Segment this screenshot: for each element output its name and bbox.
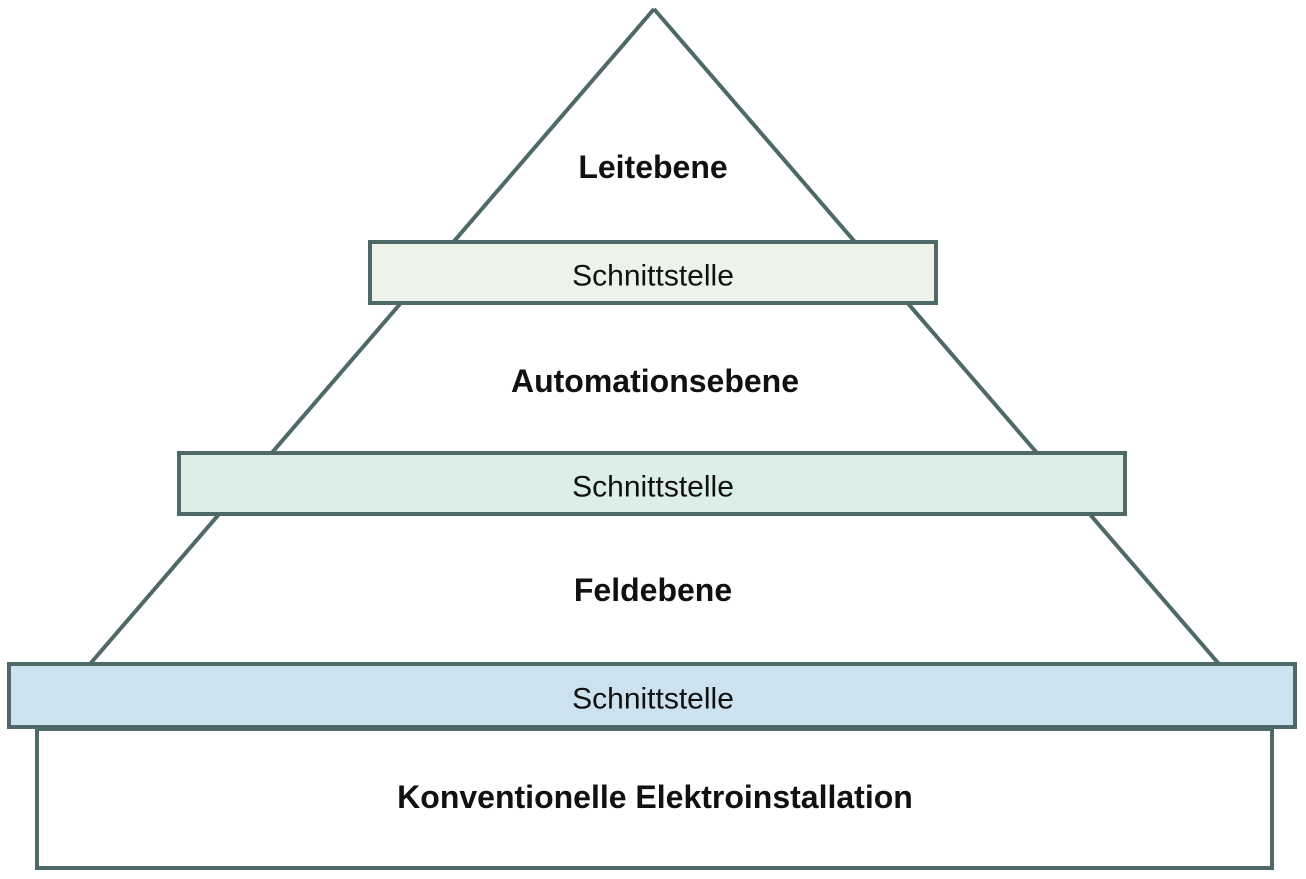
pyramid-right-edge (652, 7, 1221, 666)
interface-bar-top (368, 240, 938, 305)
base-level-label: Konventionelle Elektroinstallation (397, 779, 913, 815)
level-label-automationsebene: Automationsebene (511, 363, 799, 399)
interface-label-top: Schnittstelle (572, 260, 734, 293)
interface-label-middle: Schnittstelle (572, 471, 734, 504)
interface-label-bottom: Schnittstelle (572, 683, 734, 716)
level-label-feldebene: Feldebene (574, 572, 732, 608)
level-label-leitebene: Leitebene (578, 149, 727, 185)
interface-bar-bottom (7, 662, 1297, 729)
pyramid-left-edge (88, 7, 656, 666)
interface-bar-middle (177, 451, 1127, 516)
base-level-box (35, 727, 1274, 870)
